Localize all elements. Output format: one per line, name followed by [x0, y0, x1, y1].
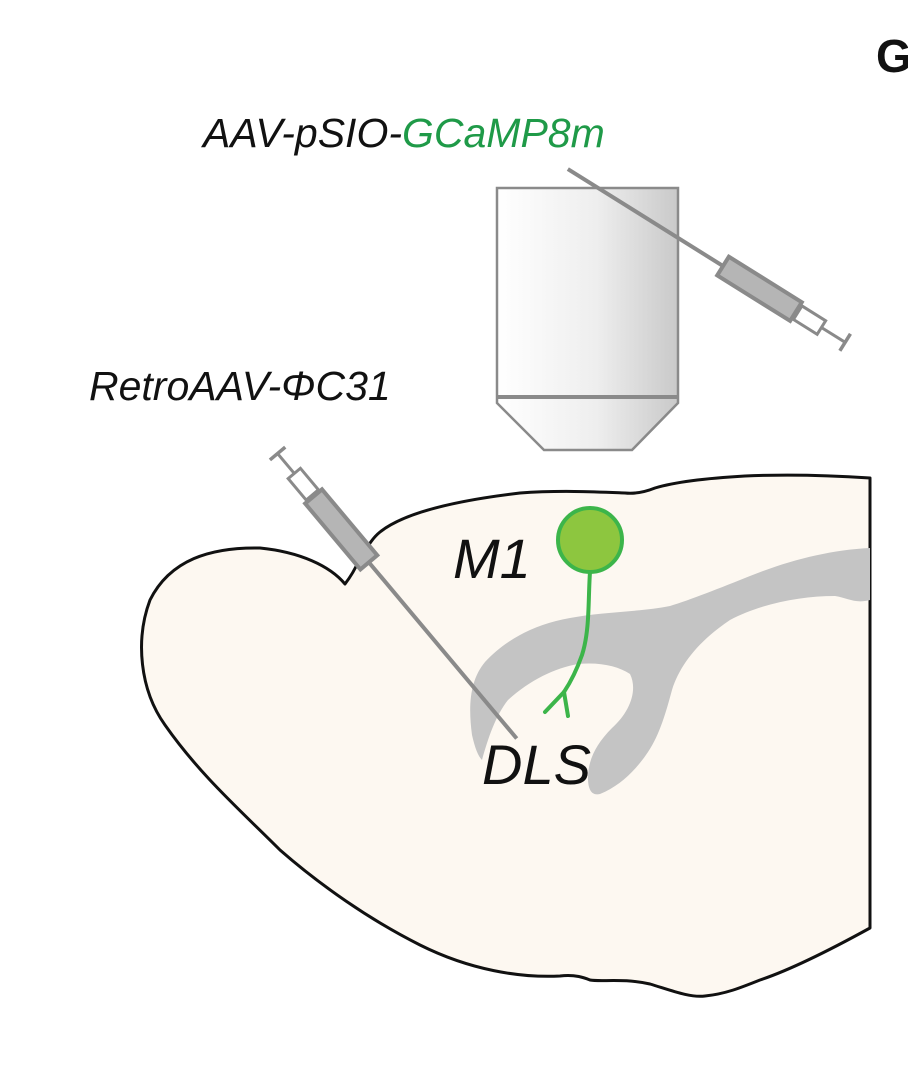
virus-label-top-prefix: AAV-pSIO-: [200, 110, 402, 156]
virus-label-top-highlight: GCaMP8m: [402, 110, 605, 156]
region-label-m1: M1: [453, 527, 531, 590]
virus-label-top: AAV-pSIO-GCaMP8m: [200, 110, 605, 156]
panel-letter: G: [876, 30, 908, 82]
syringe-icon: [566, 167, 852, 352]
neuron-soma: [556, 506, 624, 574]
striatum-region: [470, 548, 870, 795]
neuron-axon: [562, 570, 592, 694]
neuron-icon: [543, 506, 624, 718]
neuron-terminal: [543, 690, 570, 718]
syringe-icon: [268, 445, 519, 740]
brain-section: [140, 473, 872, 998]
region-label-dls: DLS: [482, 733, 591, 796]
microscope-objective-icon: [495, 186, 680, 452]
virus-label-left: RetroAAV-ΦC31: [89, 363, 391, 409]
